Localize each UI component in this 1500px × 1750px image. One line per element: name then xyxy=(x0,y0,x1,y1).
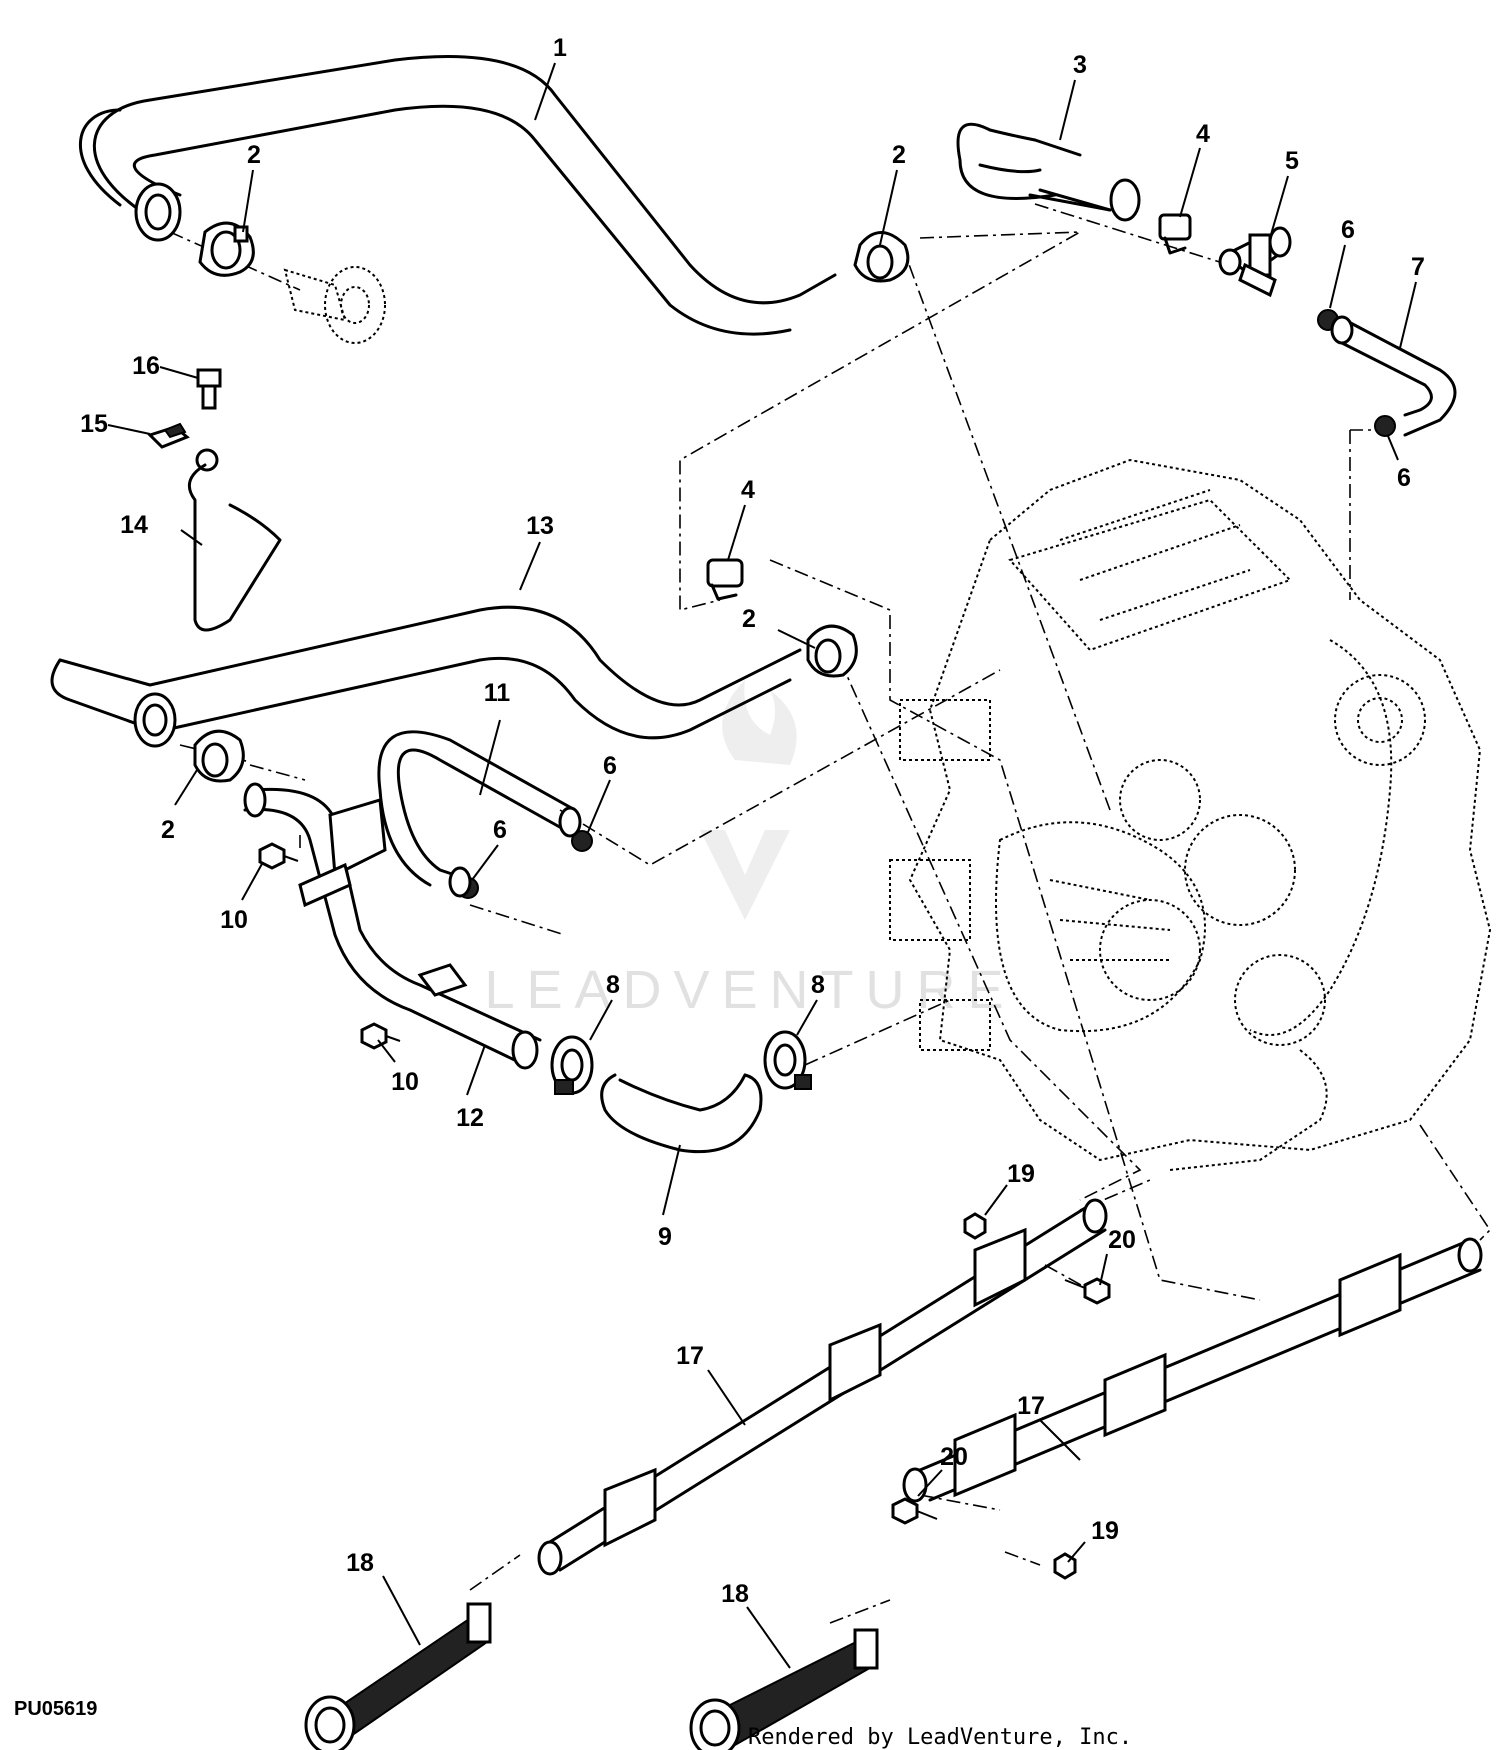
clamp-6-middle xyxy=(571,830,593,852)
callout-13: 13 xyxy=(526,512,554,540)
callout-6-right: 6 xyxy=(1397,464,1411,492)
callout-6-middle: 6 xyxy=(603,752,617,780)
hose-9 xyxy=(600,1073,763,1154)
callout-2-lower-left: 2 xyxy=(161,816,175,844)
watermark: LEADVENTURE xyxy=(484,680,1015,1020)
callout-17-lower: 17 xyxy=(1017,1392,1045,1420)
callout-12: 12 xyxy=(456,1104,484,1132)
clamp-8-left xyxy=(550,1035,594,1095)
callout-20-upper: 20 xyxy=(1108,1226,1136,1254)
callout-4-upper: 4 xyxy=(1196,120,1210,148)
clamp-2-upper-left xyxy=(198,221,255,277)
bolt-16 xyxy=(196,368,222,410)
callout-6-left: 6 xyxy=(493,816,507,844)
nut-19-upper xyxy=(963,1212,987,1240)
callout-6-upper: 6 xyxy=(1341,216,1355,244)
clamp-6-lower xyxy=(1374,415,1396,437)
render-credit: Rendered by LeadVenture, Inc. xyxy=(748,1725,1132,1750)
callout-15: 15 xyxy=(80,410,108,438)
callout-8-right: 8 xyxy=(811,971,825,999)
clip-15 xyxy=(147,422,190,449)
callouts: 1 2 2 3 4 5 6 7 6 16 15 14 4 13 2 11 6 2… xyxy=(80,34,1425,1608)
leader-lines xyxy=(107,62,1417,1669)
callout-1: 1 xyxy=(553,34,567,62)
callout-10-lower: 10 xyxy=(391,1068,419,1096)
callout-18-left: 18 xyxy=(346,1549,374,1577)
callout-7: 7 xyxy=(1411,253,1425,281)
clamp-2-lower-left xyxy=(193,729,245,783)
hose-13 xyxy=(50,605,802,748)
assembly-lines xyxy=(169,203,1492,1624)
callout-19-lower: 19 xyxy=(1091,1517,1119,1545)
callout-16: 16 xyxy=(132,352,160,380)
clamp-4-middle xyxy=(706,558,744,601)
callout-9: 9 xyxy=(658,1223,672,1251)
callout-3: 3 xyxy=(1073,51,1087,79)
callout-20-lower: 20 xyxy=(940,1443,968,1471)
pipe-12 xyxy=(243,782,542,1070)
clamp-8-right xyxy=(763,1030,812,1090)
figure-id: PU05619 xyxy=(14,1698,97,1720)
callout-17-upper: 17 xyxy=(676,1342,704,1370)
callout-18-right: 18 xyxy=(721,1580,749,1608)
hose-3 xyxy=(956,122,1141,222)
spring-hose-18-left xyxy=(304,1602,492,1750)
callout-19-upper: 19 xyxy=(1007,1160,1035,1188)
bolt-20-lower xyxy=(891,1497,938,1525)
callout-8-left: 8 xyxy=(606,971,620,999)
callout-2-upper-right: 2 xyxy=(892,141,906,169)
watermark-text: LEADVENTURE xyxy=(484,960,1015,1020)
callout-4-middle: 4 xyxy=(741,476,755,504)
pipe-17-lower xyxy=(902,1237,1483,1503)
bolt-10-upper xyxy=(258,842,299,870)
callout-5: 5 xyxy=(1285,147,1299,175)
fitting-ghost-top xyxy=(283,266,386,344)
callout-2-middle: 2 xyxy=(742,605,756,633)
callout-11: 11 xyxy=(484,679,511,707)
clamp-4-upper xyxy=(1158,213,1192,255)
engine-block xyxy=(889,458,1492,1171)
dipstick-14 xyxy=(187,448,282,632)
hose-11 xyxy=(377,730,582,898)
clamp-2-middle xyxy=(806,624,858,678)
pipe-17-upper xyxy=(537,1198,1108,1576)
bolt-20-upper xyxy=(1064,1277,1111,1305)
callout-10-upper: 10 xyxy=(220,906,248,934)
hose-upper-long xyxy=(79,55,837,336)
callout-14: 14 xyxy=(120,511,148,539)
callout-2-upper-left: 2 xyxy=(247,141,261,169)
hose-7 xyxy=(1330,315,1457,437)
spring-hose-18-right xyxy=(689,1628,879,1750)
tee-fitting-5 xyxy=(1218,226,1292,298)
